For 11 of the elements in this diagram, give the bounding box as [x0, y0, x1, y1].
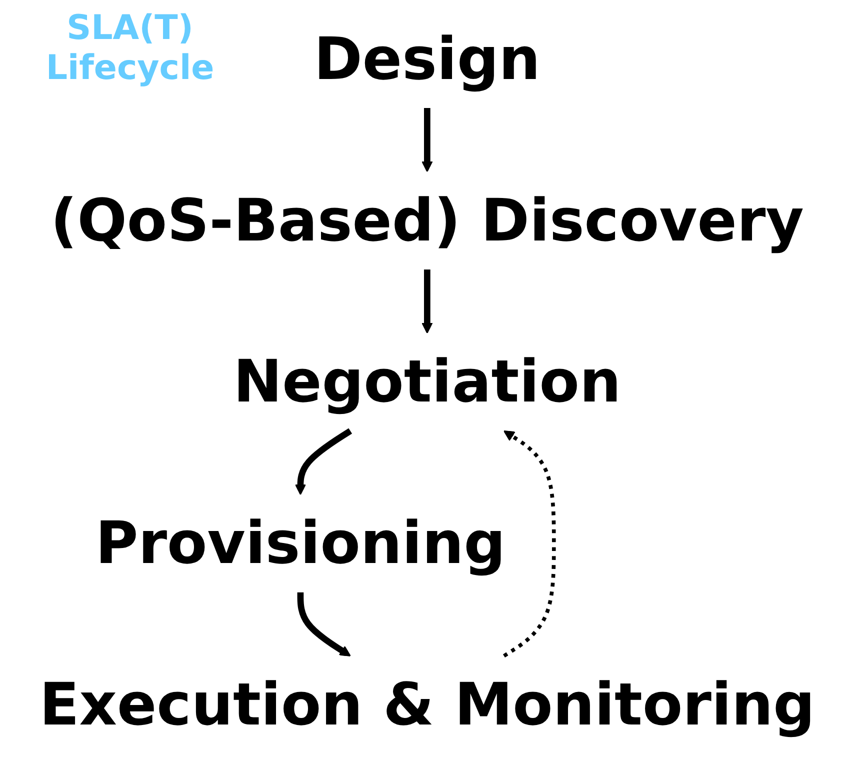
arrow — [294, 428, 352, 495]
node-text: (QoS-Based) Discovery — [50, 186, 804, 254]
arrow — [421, 270, 433, 334]
node-text: Execution & Monitoring — [39, 670, 815, 739]
node-text: Negotiation — [233, 347, 621, 416]
node-text: Provisioning — [95, 508, 506, 578]
node-text: Design — [314, 24, 540, 93]
arrow — [421, 108, 433, 172]
arrow — [297, 592, 351, 656]
diagram-title: SLA(T) Lifecycle — [44, 8, 216, 88]
arrow — [502, 430, 556, 658]
